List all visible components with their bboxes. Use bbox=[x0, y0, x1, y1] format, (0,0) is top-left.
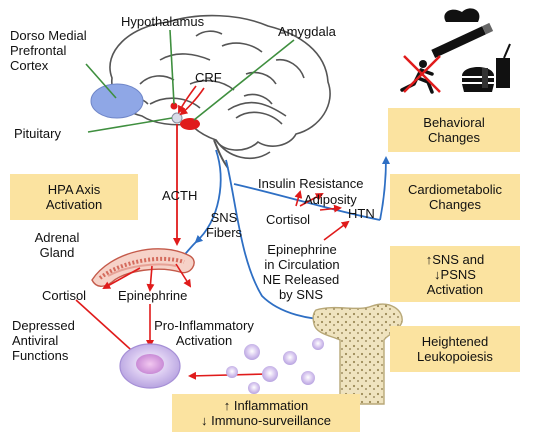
inflammation-box: ↑ Inflammation ↓ Immuno-surveillance bbox=[172, 394, 360, 432]
epinephrine-circulation-label: Epinephrine in Circulation bbox=[264, 242, 340, 272]
cortisol-left-label: Cortisol bbox=[42, 288, 87, 303]
pituitary-label: Pituitary bbox=[14, 126, 61, 141]
insulin-resistance-label: Insulin Resistance bbox=[258, 176, 364, 191]
no-running-icon bbox=[400, 55, 441, 94]
sns-fiber-lines bbox=[179, 149, 390, 324]
fast-food-icon bbox=[462, 43, 511, 92]
sns-fibers-label: SNS Fibers bbox=[205, 210, 243, 240]
crf-arrows bbox=[178, 85, 205, 125]
sns-psns-box: ↑SNS and ↓PSNS Activation bbox=[390, 246, 520, 302]
pro-inflammatory-label: Pro-Inflammatory Activation bbox=[154, 318, 254, 348]
hpa-axis-box: HPA Axis Activation bbox=[10, 174, 138, 220]
brain-pointer-lines bbox=[85, 29, 295, 133]
hypothalamus-region bbox=[170, 102, 178, 110]
ne-released-label: NE Released by SNS bbox=[262, 272, 340, 302]
immune-cells bbox=[119, 338, 324, 394]
htn-label: HTN bbox=[348, 206, 375, 221]
cardiometabolic-box: Cardiometabolic Changes bbox=[390, 174, 520, 220]
adiposity-label: Adiposity bbox=[304, 192, 357, 207]
adrenal-gland-label: Adrenal Gland bbox=[34, 230, 80, 260]
bone-marrow-drawing bbox=[312, 303, 403, 405]
behavioral-changes-box: Behavioral Changes bbox=[388, 108, 520, 152]
hypothalamus-label: Hypothalamus bbox=[121, 14, 205, 29]
leukopoiesis-box: Heightened Leukopoiesis bbox=[390, 326, 520, 372]
cardiometabolic-arrows bbox=[294, 190, 350, 241]
smoking-icon bbox=[431, 8, 494, 59]
crf-label: CRF bbox=[195, 70, 222, 85]
dmpfc-label: Dorso Medial Prefrontal Cortex bbox=[10, 28, 87, 73]
depressed-antiviral-label: Depressed Antiviral Functions bbox=[12, 318, 75, 363]
acth-label: ACTH bbox=[162, 188, 198, 203]
cortisol-right-label: Cortisol bbox=[266, 212, 311, 227]
dmpfc-region bbox=[90, 83, 144, 119]
epinephrine-left-label: Epinephrine bbox=[118, 288, 188, 303]
amygdala-label: Amygdala bbox=[278, 24, 336, 39]
pituitary-region bbox=[171, 112, 183, 124]
